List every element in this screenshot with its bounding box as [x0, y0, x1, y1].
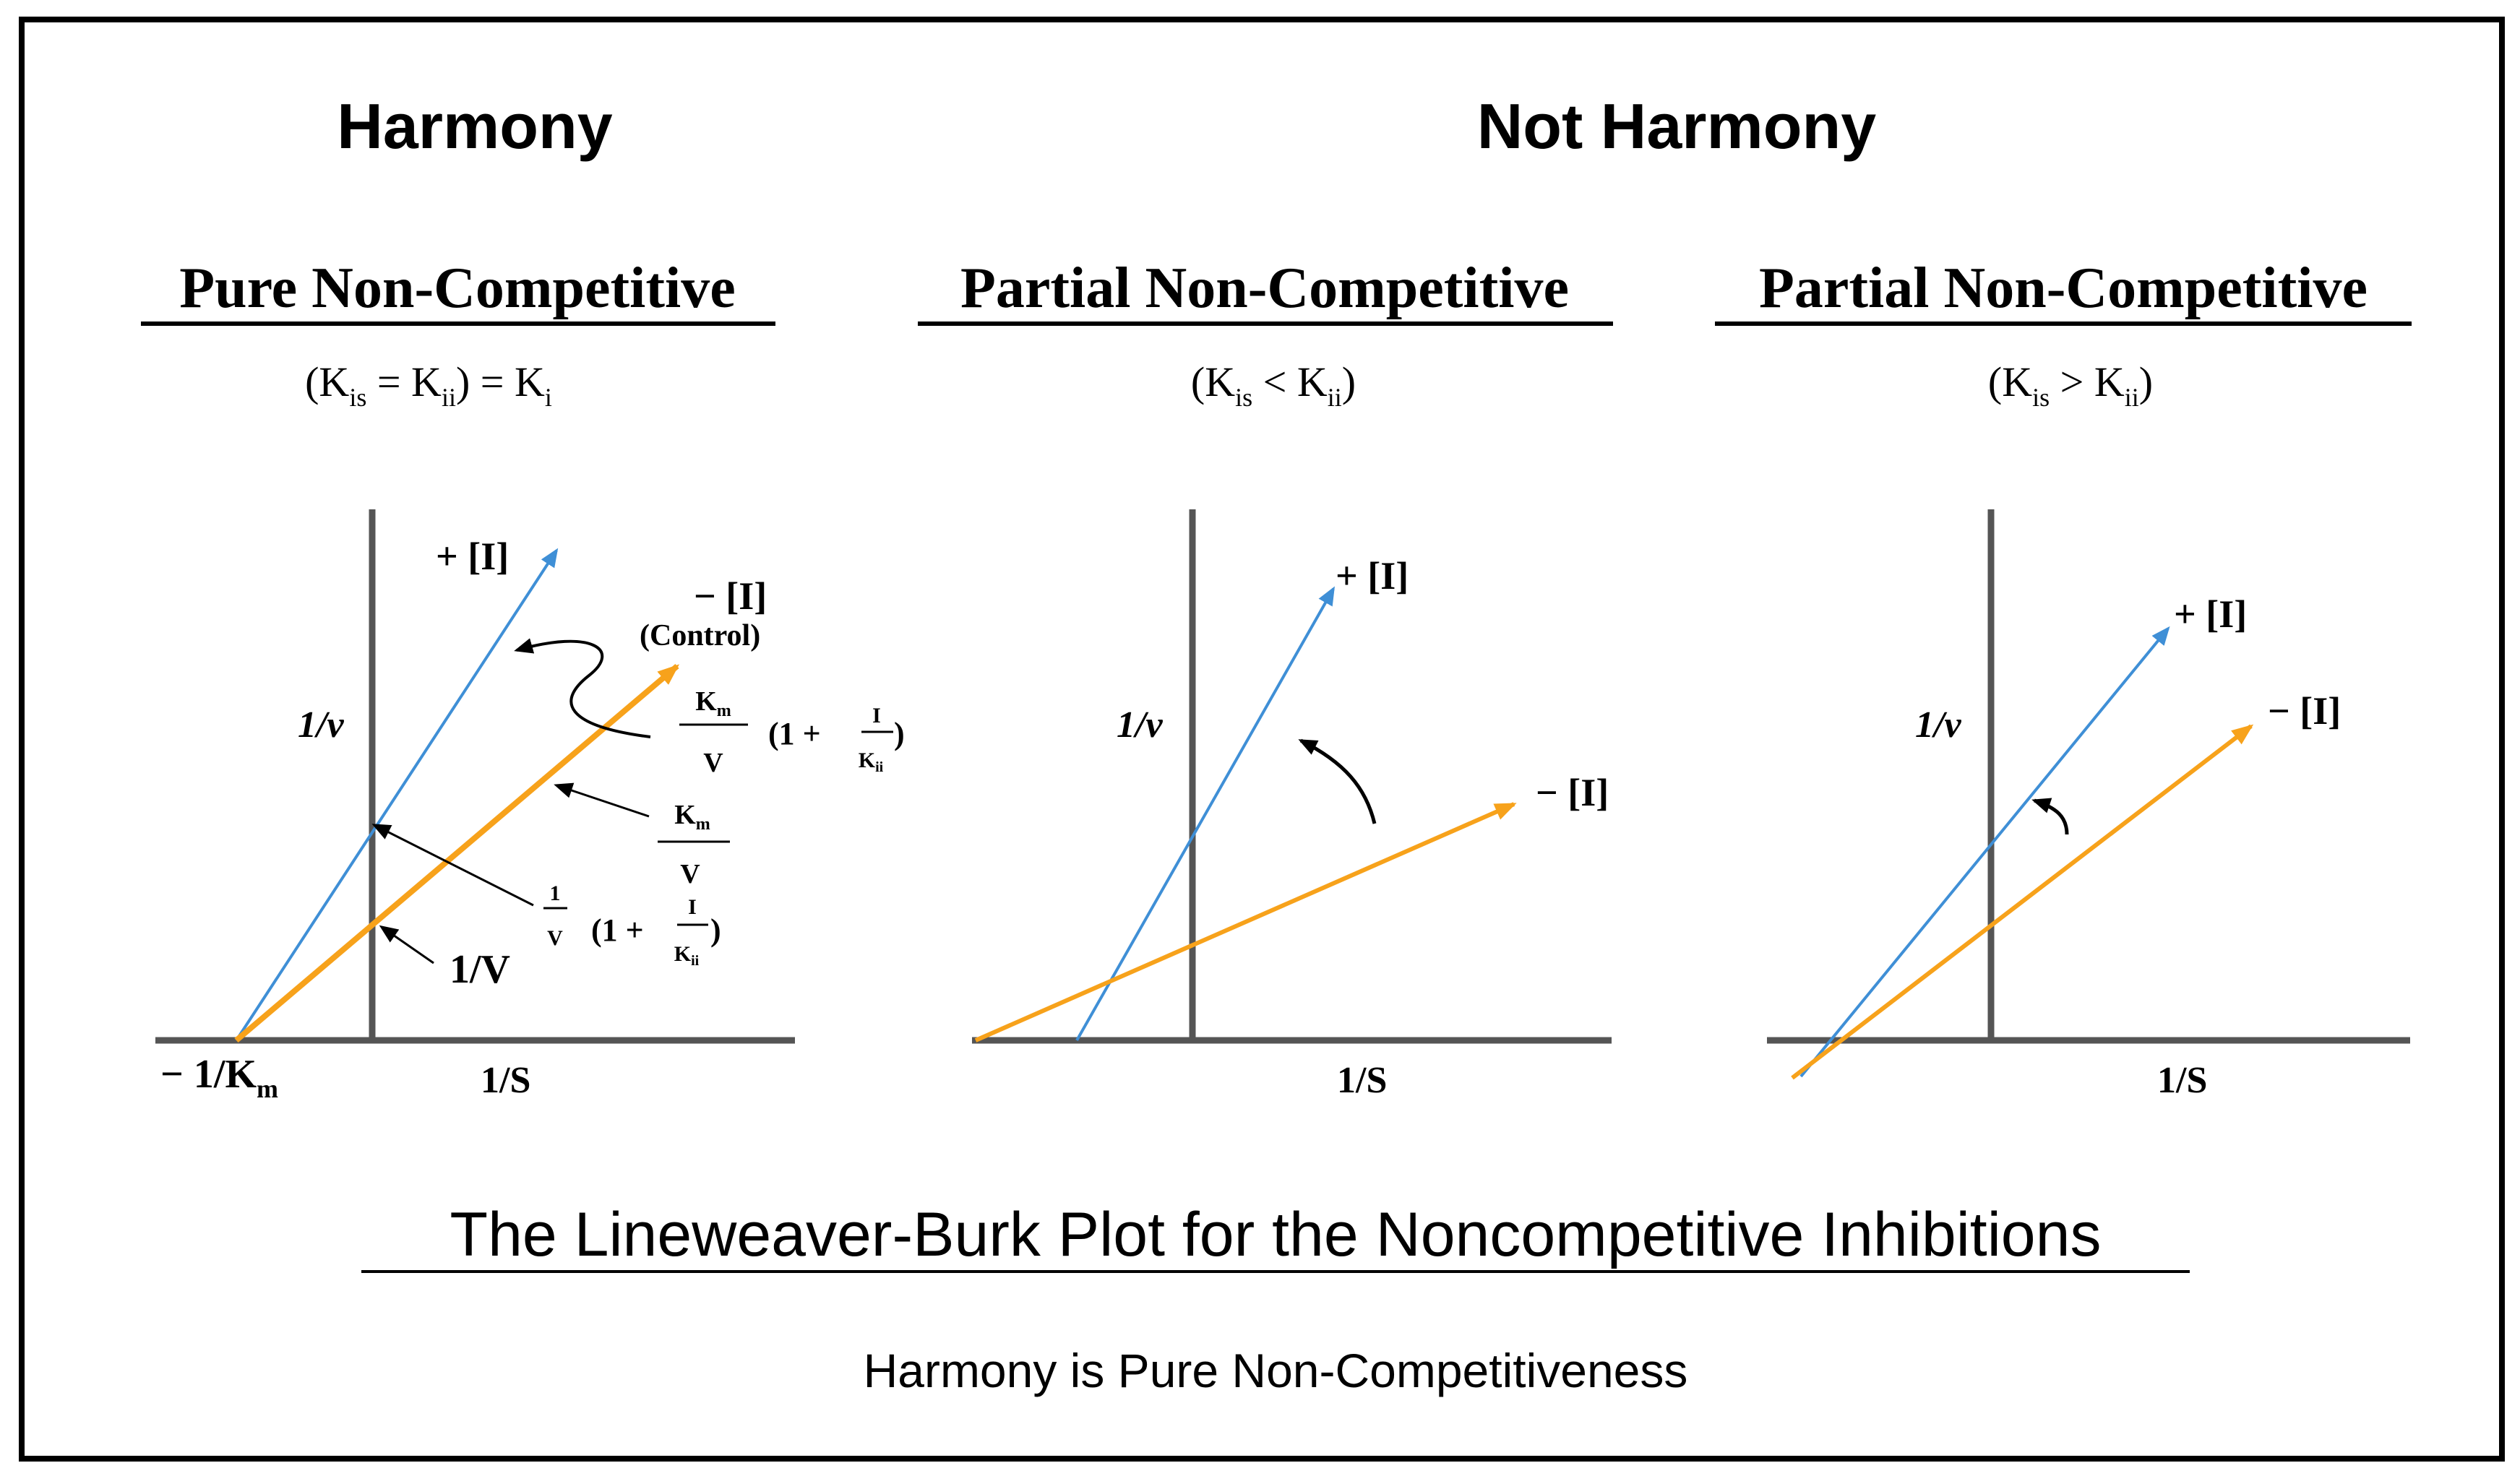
y-axis-label: 1/v: [1915, 704, 1961, 746]
svg-text:): ): [894, 716, 905, 751]
svg-text:V: V: [547, 926, 563, 950]
slope-annotation-arrow: [514, 638, 651, 738]
control-line: [974, 802, 1517, 1043]
outer-frame: [19, 17, 2505, 1462]
svg-text:Km: Km: [674, 800, 710, 834]
panel-partial-noncompetitive-kis-gt-kii: Partial Non-Competitive (Kis > Kii) + [I…: [1715, 256, 2412, 1101]
panel-partial-noncompetitive-kis-lt-kii: Partial Non-Competitive (Kis < Kii) + [I…: [918, 256, 1613, 1101]
control-line-label: − [I]: [1536, 771, 1609, 814]
heading-not-harmony: Not Harmony: [1477, 90, 1877, 162]
slope-inhibited-expression: Km V (1 + I Kii ): [679, 686, 905, 778]
svg-text:Kii: Kii: [859, 748, 884, 775]
panel-title: Partial Non-Competitive: [1759, 256, 2368, 320]
heading-harmony: Harmony: [337, 90, 612, 162]
svg-text:V: V: [703, 748, 723, 778]
svg-text:I: I: [872, 704, 881, 728]
svg-text:Kii: Kii: [674, 942, 700, 969]
inhibited-line: [1075, 586, 1335, 1041]
svg-text:(1 +: (1 +: [768, 716, 821, 751]
svg-text:Km: Km: [695, 686, 731, 720]
intercept-inhibited-expression: 1 V (1 + I Kii ): [543, 881, 721, 969]
x-axis-label: 1/S: [2157, 1060, 2207, 1101]
x-intercept-label: − 1/Km: [160, 1052, 278, 1103]
svg-text:I: I: [688, 895, 697, 919]
inhibited-line: [1799, 626, 2170, 1078]
svg-text:1: 1: [550, 881, 561, 905]
svg-text:(1 +: (1 +: [591, 912, 644, 948]
inhibition-condition: (Kis = Kii) = Ki: [305, 358, 552, 412]
vmax-pointer: [379, 925, 434, 964]
vmax-intercept-label: 1/V: [450, 947, 510, 992]
inhibition-condition: (Kis > Kii): [1988, 358, 2153, 412]
inhibited-line: [235, 548, 559, 1042]
rotation-arrow: [1298, 738, 1377, 824]
y-axis-label: 1/v: [298, 704, 344, 746]
slope-control-expression: Km V: [658, 800, 730, 889]
inhibited-line-label: + [I]: [436, 535, 509, 578]
inhibited-line-label: + [I]: [1336, 554, 1409, 597]
inhibition-condition: (Kis < Kii): [1191, 358, 1356, 412]
rotation-arrow: [2031, 798, 2069, 835]
panel-title: Pure Non-Competitive: [179, 256, 736, 320]
inhibited-line-label: + [I]: [2174, 592, 2247, 636]
panel-pure-noncompetitive: Pure Non-Competitive (Kis = Kii) = Ki + …: [141, 256, 905, 1103]
control-sublabel: (Control): [640, 619, 760, 652]
sub-caption: Harmony is Pure Non-Competitiveness: [864, 1344, 1688, 1397]
svg-text:V: V: [680, 859, 700, 889]
control-line-label: − [I]: [694, 574, 767, 618]
main-caption: The Lineweaver-Burk Plot for the Noncomp…: [450, 1200, 2102, 1269]
x-axis-label: 1/S: [481, 1060, 530, 1101]
control-line-label: − [I]: [2268, 689, 2341, 733]
slope-control-pointer: [554, 782, 650, 818]
panel-title: Partial Non-Competitive: [960, 256, 1569, 320]
control-line: [1791, 724, 2254, 1080]
svg-text:): ): [710, 912, 721, 948]
x-axis-label: 1/S: [1337, 1060, 1387, 1101]
y-axis-label: 1/v: [1117, 704, 1163, 746]
intercept-inhibited-pointer: [371, 824, 534, 907]
